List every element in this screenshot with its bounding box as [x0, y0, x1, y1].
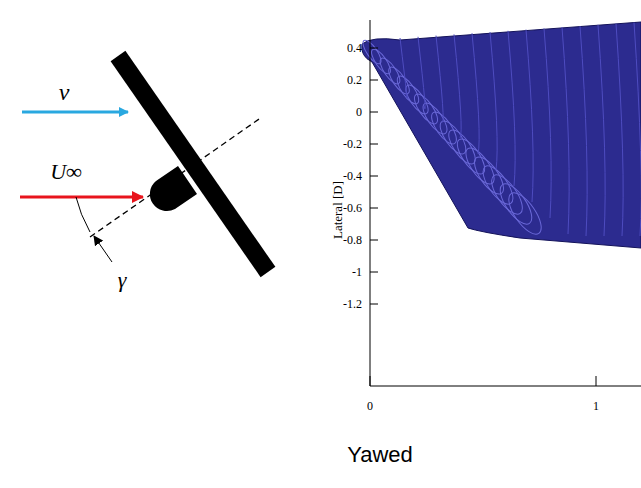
- wake-grid: [418, 37, 425, 109]
- wake-grid: [454, 34, 461, 138]
- wake-grid: [400, 38, 407, 98]
- yaw-angle-arc: [76, 197, 90, 232]
- wake-ring: [368, 47, 393, 77]
- tick-label: -1.2: [343, 297, 362, 312]
- velocity-symbol: U∞: [50, 159, 82, 185]
- wake-grid: [544, 28, 551, 218]
- tick-label: -0.2: [343, 137, 362, 152]
- tick-mark: [370, 304, 378, 305]
- tick-label: -0.6: [343, 201, 362, 216]
- angle-symbol: γ: [118, 267, 127, 293]
- wake-grid: [598, 25, 605, 236]
- wake-grid: [436, 36, 443, 123]
- wake-grid: [562, 27, 569, 234]
- tick-label: -0.4: [343, 169, 362, 184]
- wake-grid: [508, 31, 515, 186]
- wake-ring: [377, 55, 404, 86]
- angle-leader: [94, 236, 112, 262]
- tick-mark: [370, 48, 378, 49]
- nacelle: [150, 166, 197, 211]
- wake-grid: [580, 26, 587, 236]
- wake-grid: [472, 33, 479, 154]
- wake-grid: [490, 32, 497, 170]
- velocity-symbol: v: [59, 79, 70, 106]
- tick-label: 0.4: [347, 41, 362, 56]
- wake-grid: [526, 30, 533, 202]
- tick-mark: [370, 176, 378, 177]
- tick-mark: [370, 240, 378, 241]
- wake-grid: [616, 24, 623, 236]
- tick-label: -0.8: [343, 233, 362, 248]
- wake-grid: [634, 22, 641, 236]
- tick-label: 0.2: [347, 73, 362, 88]
- tick-label: -1: [352, 265, 362, 280]
- tick-label: 0: [356, 105, 362, 120]
- freestream-arrow: [20, 196, 143, 199]
- rotor-blade: [118, 56, 268, 272]
- tick-mark: [370, 208, 378, 209]
- plot-axes: [370, 20, 641, 386]
- tick-mark: [370, 112, 378, 113]
- tick-mark: [370, 144, 378, 145]
- tick-mark: [370, 80, 378, 81]
- figure-caption: Yawed: [347, 442, 413, 468]
- wake-ring: [503, 188, 547, 239]
- tick-mark: [370, 272, 378, 273]
- tick-label: 0: [367, 399, 373, 414]
- tick-label: 1: [593, 399, 599, 414]
- crossflow-arrow: [22, 111, 128, 114]
- wake-surface: [360, 22, 641, 248]
